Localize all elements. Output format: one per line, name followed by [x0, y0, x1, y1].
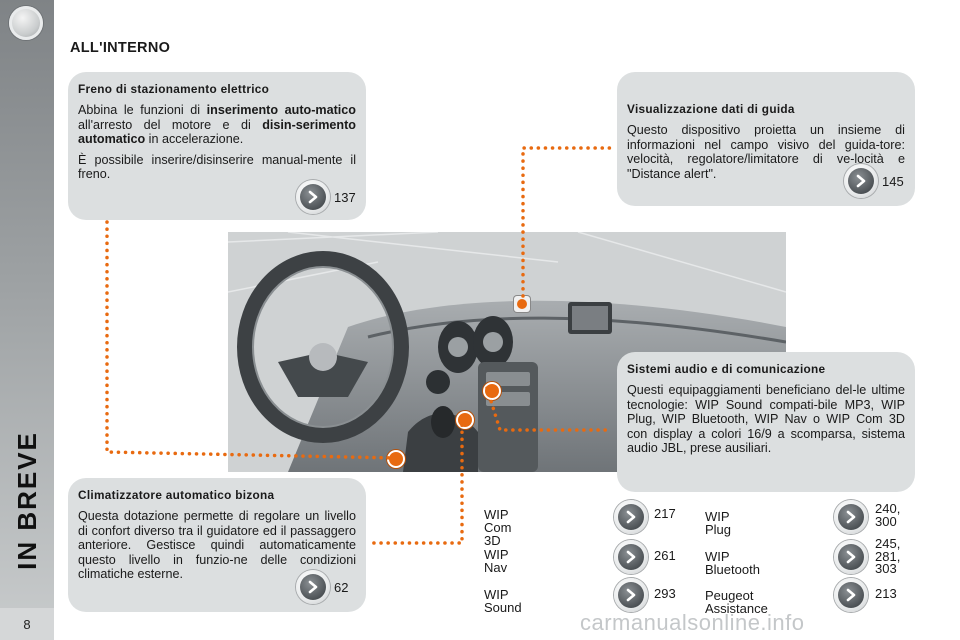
- list-item-page: 245, 281, 303: [875, 536, 901, 576]
- list-item-label: WIP Sound: [484, 587, 522, 615]
- section-title-vertical: IN BREVE: [11, 430, 42, 570]
- list-item-label: Peugeot Assistance: [705, 588, 768, 616]
- arrow-right-icon[interactable]: [614, 540, 648, 574]
- list-item-label: WIP Plug: [705, 509, 732, 537]
- page-ref-freno[interactable]: 137: [296, 180, 356, 214]
- sidebar: IN BREVE 8: [0, 0, 54, 640]
- info-box-visualizzazione: Visualizzazione dati di guida Questo dis…: [617, 72, 915, 206]
- list-item-page: 261: [654, 548, 676, 563]
- watermark: carmanualsonline.info: [580, 610, 805, 635]
- box-title: Sistemi audio e di comunicazione: [627, 362, 826, 376]
- list-item-page: 240, 300: [875, 501, 901, 529]
- page-number: 8: [0, 608, 54, 640]
- box-paragraph: Questo dispositivo proietta un insieme d…: [627, 123, 905, 181]
- info-box-sistemi: Sistemi audio e di comunicazione Questi …: [617, 352, 915, 492]
- arrow-right-icon[interactable]: [614, 578, 648, 612]
- page-ref-number: 62: [334, 579, 349, 595]
- list-item-label: WIP Com 3D: [484, 507, 512, 548]
- arrow-right-icon[interactable]: [834, 578, 868, 612]
- arrow-right-icon[interactable]: [834, 540, 868, 574]
- box-paragraph: Questa dotazione permette di regolare un…: [78, 509, 356, 582]
- page-ref-visualizzazione[interactable]: 145: [844, 164, 904, 198]
- arrow-right-icon[interactable]: [834, 500, 868, 534]
- arrow-right-icon: [844, 164, 878, 198]
- page-heading: ALL'INTERNO: [70, 40, 171, 56]
- location-marker-icon[interactable]: [514, 296, 530, 312]
- box-title: Climatizzatore automatico bizona: [78, 488, 275, 502]
- list-item-label: WIP Nav: [484, 547, 509, 575]
- page-ref-number: 137: [334, 189, 356, 205]
- info-box-freno: Freno di stazionamento elettrico Abbina …: [68, 72, 366, 220]
- box-paragraph: Abbina le funzioni di inserimento auto-m…: [78, 103, 356, 147]
- list-item-label: WIP Bluetooth: [705, 549, 760, 577]
- location-marker-icon[interactable]: [389, 452, 403, 466]
- box-paragraph: Questi equipaggiamenti beneficiano del-l…: [627, 383, 905, 456]
- page-ref-number: 145: [882, 173, 904, 189]
- list-item-page: 217: [654, 506, 676, 521]
- box-title: Freno di stazionamento elettrico: [78, 82, 270, 96]
- list-item-page: 293: [654, 586, 676, 601]
- box-title: Visualizzazione dati di guida: [627, 102, 795, 116]
- box-paragraph: È possibile inserire/disinserire manual-…: [78, 152, 356, 182]
- arrow-right-icon: [296, 180, 330, 214]
- location-marker-icon[interactable]: [458, 413, 472, 427]
- location-marker-icon[interactable]: [485, 384, 499, 398]
- arrow-right-icon: [296, 570, 330, 604]
- list-item-page: 213: [875, 586, 897, 601]
- logo-ring-icon: [9, 6, 43, 40]
- arrow-right-icon[interactable]: [614, 500, 648, 534]
- page-ref-clima[interactable]: 62: [296, 570, 348, 604]
